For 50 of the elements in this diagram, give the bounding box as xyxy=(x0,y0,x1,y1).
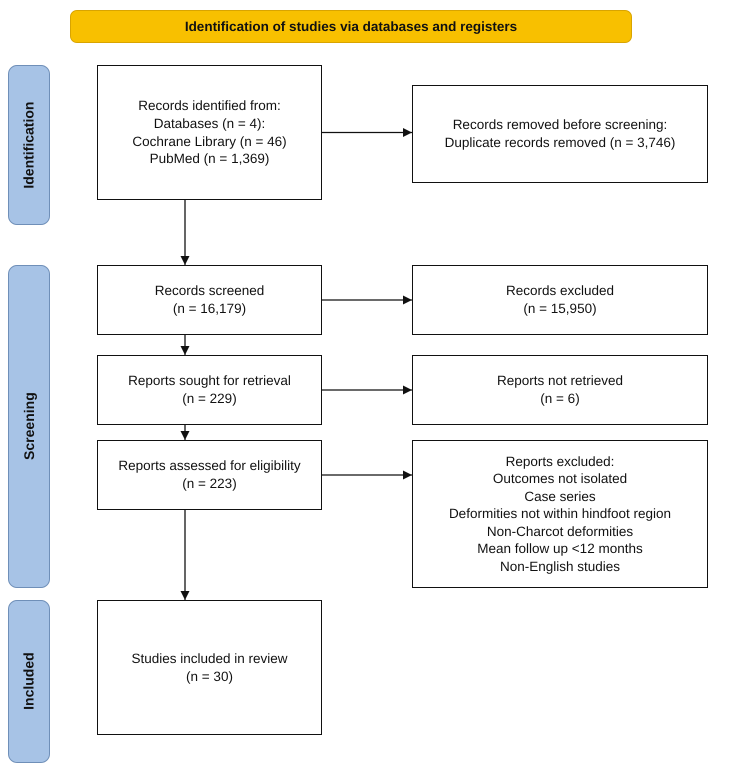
box-text: Reports not retrieved xyxy=(496,372,624,390)
box-text: Records excluded xyxy=(506,282,614,300)
box-text: Records screened xyxy=(154,282,264,300)
phase-band xyxy=(8,65,50,225)
phase-band xyxy=(8,265,50,588)
box-text: (n = 229) xyxy=(182,390,237,408)
box-text: (n = 16,179) xyxy=(172,300,246,318)
arrow xyxy=(180,335,190,355)
phase-label: Screening xyxy=(20,392,38,460)
arrow xyxy=(322,295,412,305)
process-box xyxy=(412,265,708,335)
box-text: (n = 6) xyxy=(540,390,580,408)
process-box xyxy=(97,355,322,425)
box-text: Reports assessed for eligibility xyxy=(118,457,301,475)
process-box xyxy=(97,600,322,735)
section-header xyxy=(70,10,632,43)
box-text: Studies included in review xyxy=(131,650,288,668)
box-text: Deformities not within hindfoot region xyxy=(448,505,672,523)
arrow xyxy=(322,385,412,395)
process-box xyxy=(97,440,322,510)
arrow xyxy=(322,128,412,138)
phase-label: Included xyxy=(20,652,38,710)
box-text: Outcomes not isolated xyxy=(492,470,628,488)
process-box xyxy=(412,85,708,183)
box-text: (n = 223) xyxy=(182,475,237,493)
process-box xyxy=(97,265,322,335)
process-box xyxy=(97,65,322,200)
process-box xyxy=(412,440,708,588)
box-text: Databases (n = 4): xyxy=(154,114,266,132)
header-text: Identification of studies via databases and registers xyxy=(184,18,518,36)
process-box xyxy=(412,355,708,425)
box-text: (n = 30) xyxy=(186,668,233,686)
box-text: PubMed (n = 1,369) xyxy=(150,150,270,168)
phase-label: Identification xyxy=(20,101,38,189)
arrow xyxy=(180,425,190,440)
box-text: (n = 15,950) xyxy=(523,300,597,318)
arrow xyxy=(180,200,190,265)
box-text: Case series xyxy=(524,488,596,506)
box-text: Records removed before screening: xyxy=(452,116,668,134)
box-text: Records identified from: xyxy=(138,97,281,115)
arrow xyxy=(322,470,412,480)
box-text: Duplicate records removed (n = 3,746) xyxy=(444,134,676,152)
box-text: Cochrane Library (n = 46) xyxy=(132,132,287,150)
box-text: Mean follow up <12 months xyxy=(477,540,643,558)
box-text: Non-Charcot deformities xyxy=(486,522,634,540)
arrow xyxy=(180,510,190,600)
box-text: Non-English studies xyxy=(500,558,620,576)
box-text: Reports excluded: xyxy=(506,452,614,470)
box-text: Reports sought for retrieval xyxy=(128,372,291,390)
phase-band xyxy=(8,600,50,763)
